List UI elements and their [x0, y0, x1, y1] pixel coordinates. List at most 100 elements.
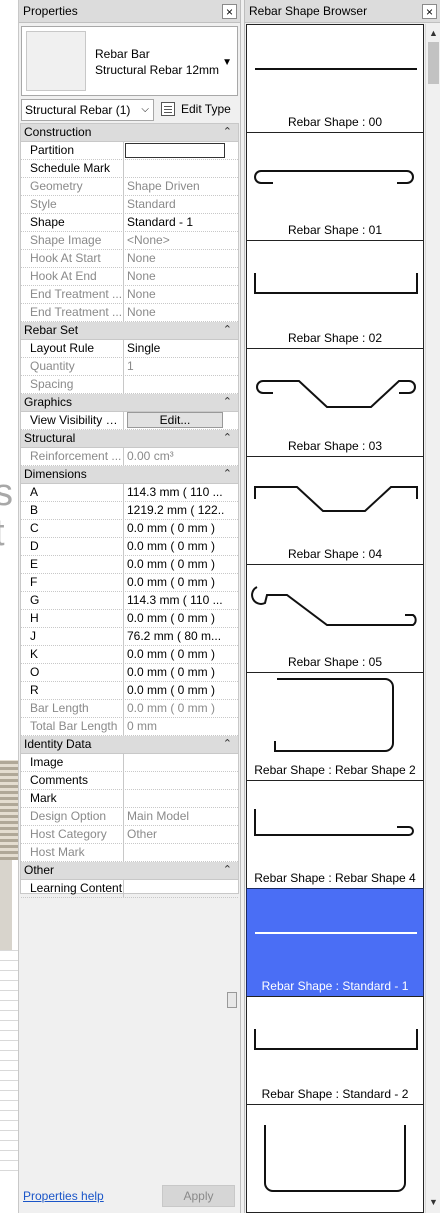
shape-cell[interactable]: Rebar Shape : Standard - 1: [246, 888, 424, 997]
property-value[interactable]: 0.0 mm ( 0 mm ): [127, 611, 216, 625]
property-value[interactable]: 0.0 mm ( 0 mm ): [127, 521, 216, 535]
rebar-shape-line: [264, 1125, 406, 1192]
property-name: F: [21, 574, 124, 591]
type-selector[interactable]: Rebar Bar Structural Rebar 12mm ▼: [21, 26, 238, 96]
property-value[interactable]: Standard - 1: [127, 215, 194, 229]
property-row: Reinforcement ...0.00 cm³: [21, 448, 238, 466]
property-name: C: [21, 520, 124, 537]
collapse-icon[interactable]: ⌃: [222, 432, 232, 444]
collapse-icon[interactable]: ⌃: [222, 468, 232, 480]
property-value[interactable]: 114.3 mm ( 110 ...: [127, 593, 223, 607]
collapse-icon[interactable]: ⌃: [222, 396, 232, 408]
cranked-bar-hooks-icon: [256, 380, 416, 408]
property-name: Partition: [21, 142, 124, 159]
vertical-scrollbar[interactable]: ▲ ▼: [425, 24, 440, 1213]
property-value[interactable]: 0.0 mm ( 0 mm ): [127, 683, 216, 697]
property-value[interactable]: [125, 790, 225, 807]
shape-cell[interactable]: Rebar Shape : 04: [246, 456, 424, 565]
type-family-name: Rebar Bar: [95, 47, 150, 61]
shape-cell[interactable]: Rebar Shape : 05: [246, 564, 424, 673]
property-value[interactable]: 1219.2 mm ( 122...: [127, 503, 225, 517]
property-value[interactable]: [125, 880, 225, 897]
property-value[interactable]: [125, 754, 225, 771]
double-hook-bar-icon: [254, 170, 414, 184]
shape-cell[interactable]: Rebar Shape : 01: [246, 132, 424, 241]
property-value[interactable]: Single: [127, 341, 161, 355]
close-icon[interactable]: ×: [222, 4, 237, 19]
properties-help-link[interactable]: Properties help: [23, 1189, 104, 1203]
property-value[interactable]: 0.0 mm ( 0 mm ): [127, 575, 216, 589]
property-value[interactable]: 0.0 mm ( 0 mm ): [127, 539, 216, 553]
group-header[interactable]: Identity Data⌃: [21, 736, 238, 754]
scroll-thumb[interactable]: [428, 42, 439, 84]
rebar-shape-line: [274, 678, 394, 752]
scroll-up-icon[interactable]: ▲: [429, 28, 438, 38]
dropdown-arrow-icon[interactable]: ▼: [222, 57, 232, 68]
shape-cell[interactable]: Rebar Shape : 00: [246, 24, 424, 133]
group-header[interactable]: Rebar Set⌃: [21, 322, 238, 340]
property-value[interactable]: 114.3 mm ( 110 ...: [127, 485, 223, 499]
scroll-down-icon[interactable]: ▼: [429, 1197, 438, 1207]
property-value[interactable]: 0.0 mm ( 0 mm ): [127, 647, 216, 661]
edit-visibility-button[interactable]: Edit...: [127, 412, 223, 428]
shape-label: Rebar Shape : Rebar Shape 4: [254, 871, 416, 885]
property-row[interactable]: Partition: [21, 142, 238, 160]
edit-type-button[interactable]: Edit Type: [158, 99, 238, 121]
shape-cell[interactable]: Rebar Shape : Rebar Shape 4: [246, 780, 424, 889]
group-header[interactable]: Construction⌃: [21, 124, 238, 142]
group-header[interactable]: Dimensions⌃: [21, 466, 238, 484]
property-row[interactable]: Comments: [21, 772, 238, 790]
shape-cell[interactable]: Rebar Shape : 03: [246, 348, 424, 457]
property-value[interactable]: [125, 143, 225, 158]
shape-cell[interactable]: Rebar Shape : Rebar Shape 2: [246, 672, 424, 781]
shape-cell[interactable]: Rebar Shape : 02: [246, 240, 424, 349]
property-row[interactable]: Learning Content: [21, 880, 238, 898]
close-icon[interactable]: ×: [422, 4, 437, 19]
property-row[interactable]: Schedule Mark: [21, 160, 238, 178]
property-name: Image: [21, 754, 124, 771]
property-name: View Visibility S...: [21, 412, 124, 429]
group-header[interactable]: Structural⌃: [21, 430, 238, 448]
sheet-notes-image: [0, 950, 18, 1180]
shape-cell[interactable]: [246, 1104, 424, 1213]
property-row[interactable]: Mark: [21, 790, 238, 808]
group-header[interactable]: Graphics ⌃: [21, 394, 238, 412]
apply-button[interactable]: Apply: [162, 1185, 235, 1207]
collapse-icon[interactable]: ⌃: [222, 126, 232, 138]
group-header[interactable]: Other⌃: [21, 862, 238, 880]
property-value[interactable]: 0.0 mm ( 0 mm ): [127, 665, 216, 679]
property-row[interactable]: View Visibility S...Edit...: [21, 412, 238, 430]
collapse-icon[interactable]: ⌃: [222, 738, 232, 750]
property-value[interactable]: 76.2 mm ( 80 m...: [127, 629, 222, 643]
collapse-icon[interactable]: ⌃: [222, 864, 232, 876]
instance-filter-dropdown[interactable]: Structural Rebar (1) ⌵: [21, 99, 154, 121]
property-value-cell[interactable]: Edit...: [125, 412, 225, 429]
property-value[interactable]: 0.0 mm ( 0 mm ): [127, 557, 216, 571]
property-row[interactable]: Image: [21, 754, 238, 772]
property-value[interactable]: [125, 160, 225, 177]
property-row: Spacing: [21, 376, 238, 394]
group-name: Graphics: [24, 395, 73, 409]
shape-cell[interactable]: Rebar Shape : Standard - 2: [246, 996, 424, 1105]
collapse-icon[interactable]: ⌃: [222, 324, 232, 336]
shape-label: Rebar Shape : Standard - 2: [261, 1087, 409, 1101]
grid-scroll-handle[interactable]: [227, 992, 237, 1008]
property-value[interactable]: [125, 772, 225, 789]
browser-title: Rebar Shape Browser: [249, 4, 368, 18]
